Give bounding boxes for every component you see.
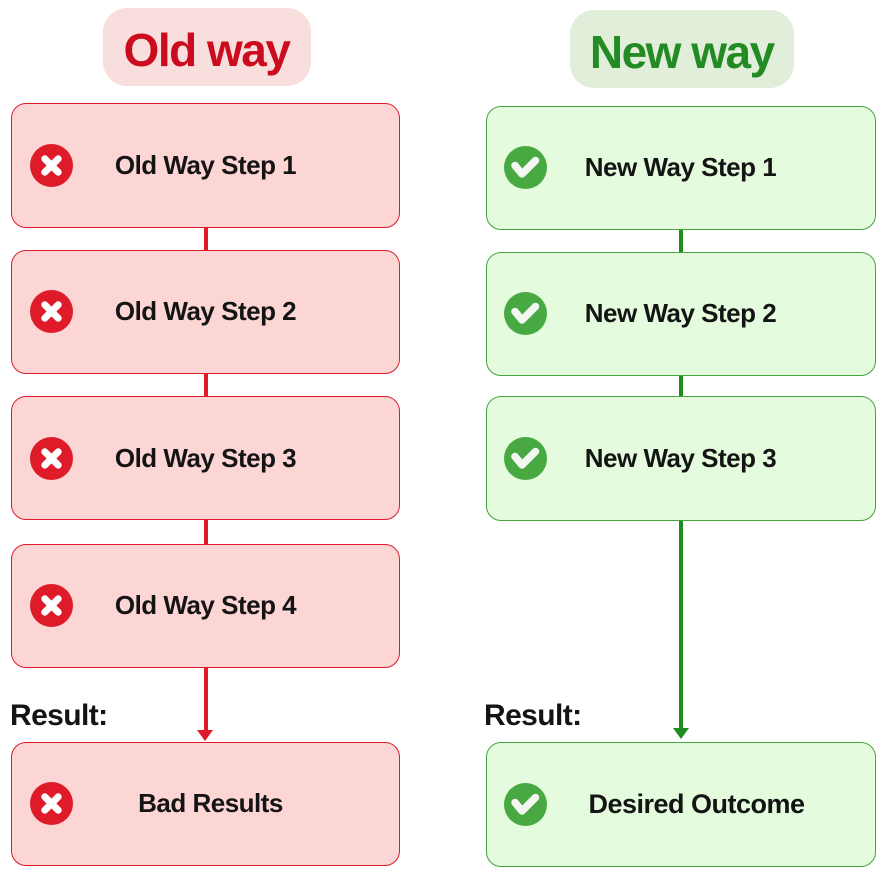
old-way-step-1-box: Old Way Step 1 [11, 103, 400, 228]
old-way-arrow-line [203, 667, 208, 730]
cross-icon [30, 436, 73, 480]
check-icon [503, 782, 547, 826]
new-way-arrow-line [678, 520, 684, 729]
new-way-step-2-box: New Way Step 2 [485, 251, 876, 376]
old-way-connector-1 [203, 227, 208, 250]
old-way-step-4-box: Old Way Step 4 [11, 543, 400, 668]
check-icon [503, 292, 547, 335]
old-way-step-1-label: Old Way Step 1 [114, 150, 297, 180]
check-icon [503, 146, 547, 190]
new-way-connector-1 [678, 230, 684, 252]
cross-icon [30, 782, 73, 826]
new-way-title-pill: New way [569, 10, 794, 88]
old-way-arrow-head [197, 729, 214, 741]
old-way-step-3-label: Old Way Step 3 [114, 442, 297, 473]
new-way-step-2-label: New Way Step 2 [584, 298, 777, 328]
old-way-result-box: Bad Results [11, 741, 400, 866]
old-way-title: Old way [123, 24, 291, 76]
old-way-step-4-label: Old Way Step 4 [114, 590, 297, 620]
old-way-step-2-box: Old Way Step 2 [11, 249, 400, 374]
old-way-connector-3 [203, 519, 208, 544]
cross-icon [30, 584, 73, 627]
old-way-result-text: Bad Results [138, 788, 283, 819]
new-way-step-1-label: New Way Step 1 [584, 152, 777, 183]
new-way-result-box: Desired Outcome [485, 741, 876, 867]
old-way-step-2-label: Old Way Step 2 [114, 296, 297, 326]
new-way-result-label: Result: [484, 698, 582, 732]
new-way-step-3-box: New Way Step 3 [485, 396, 876, 521]
new-way-title: New way [589, 26, 775, 78]
new-way-arrow-head [672, 728, 689, 740]
new-way-connector-2 [678, 375, 684, 397]
cross-icon [30, 144, 73, 187]
old-way-title-pill: Old way [102, 8, 311, 86]
old-way-connector-2 [203, 373, 208, 397]
check-icon [503, 437, 547, 480]
new-way-step-3-label: New Way Step 3 [584, 443, 777, 473]
cross-icon [30, 290, 73, 333]
new-way-step-1-box: New Way Step 1 [485, 105, 876, 230]
old-way-step-3-box: Old Way Step 3 [11, 396, 400, 520]
new-way-result-text: Desired Outcome [588, 788, 805, 819]
old-way-result-label: Result: [10, 698, 108, 732]
